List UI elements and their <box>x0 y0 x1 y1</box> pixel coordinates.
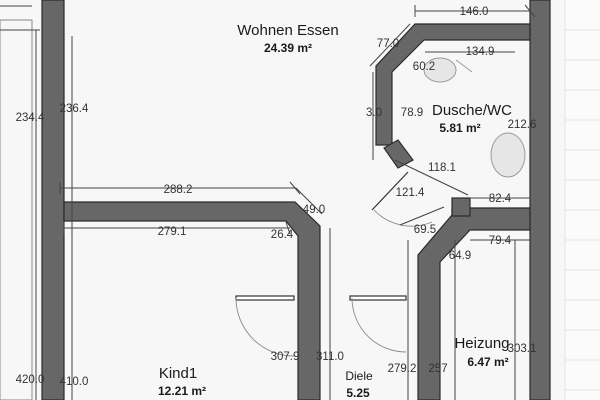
room-area-dusche: 5.81 m² <box>439 121 480 135</box>
toilet <box>490 132 526 178</box>
dim-label: 60.2 <box>413 61 435 73</box>
bathroom-fixtures <box>423 57 526 178</box>
dim-label: 234.4 <box>16 112 45 124</box>
washbasin <box>423 57 457 83</box>
room-area-kind1: 12.21 m² <box>158 384 206 398</box>
room-area-diele: 5.25 <box>346 386 370 400</box>
walls <box>41 0 551 400</box>
dim-label: 307.9 <box>271 351 300 363</box>
wall-heizung-top <box>417 207 531 400</box>
dim-label: 78.9 <box>401 107 423 119</box>
dim-label: 212.6 <box>508 119 537 131</box>
dim-label: 118.1 <box>428 162 456 174</box>
dim-label: 288.2 <box>164 184 193 196</box>
room-name-diele: Diele <box>345 369 373 383</box>
dim-label: 420.0 <box>16 374 45 386</box>
top-left-frame <box>0 5 40 400</box>
dim-label: 3.0 <box>366 107 382 119</box>
room-name-dusche: Dusche/WC <box>432 102 512 119</box>
dimension-lines <box>35 4 536 400</box>
room-name-wohnen: Wohnen Essen <box>237 22 338 39</box>
room-labels: Wohnen Essen 24.39 m² Dusche/WC 5.81 m² … <box>158 22 512 400</box>
dim-label: 69.5 <box>414 224 436 236</box>
dim-label: 303.1 <box>508 343 537 355</box>
dim-label: 82.4 <box>489 193 512 205</box>
dim-label: 134.9 <box>466 46 495 58</box>
dim-label: 410.0 <box>60 376 89 388</box>
door-heizung <box>349 295 407 301</box>
wall-right <box>529 0 551 400</box>
dim-label: 79.4 <box>489 235 512 247</box>
dim-label: 77.0 <box>377 38 399 50</box>
dim-label: 311.0 <box>316 351 344 363</box>
dim-label: 121.4 <box>396 187 425 199</box>
dim-label: 279.2 <box>388 363 417 375</box>
wall-left <box>41 0 65 400</box>
room-area-wohnen: 24.39 m² <box>264 41 312 55</box>
room-name-kind1: Kind1 <box>159 365 197 382</box>
dim-label: 279.1 <box>158 226 187 238</box>
doors <box>235 171 433 357</box>
dim-label: 146.0 <box>460 6 489 18</box>
dim-label: 257 <box>428 363 447 375</box>
dimension-labels: 146.0 134.9 77.0 60.2 78.9 3.0 212.6 118… <box>16 6 537 388</box>
dim-label: 49.0 <box>303 204 325 216</box>
wall-bathroom <box>375 23 531 146</box>
room-name-heizung: Heizung <box>454 335 509 352</box>
wall-kind1-top <box>63 201 321 400</box>
room-area-heizung: 6.47 m² <box>467 355 508 369</box>
wall-piece <box>451 197 471 217</box>
wall-stub <box>383 139 414 169</box>
dim-label: 64.9 <box>449 250 471 262</box>
dim-label: 236.4 <box>60 103 89 115</box>
dim-label: 26.4 <box>271 229 294 241</box>
door-kind1 <box>235 295 295 301</box>
background-grid <box>564 0 600 400</box>
